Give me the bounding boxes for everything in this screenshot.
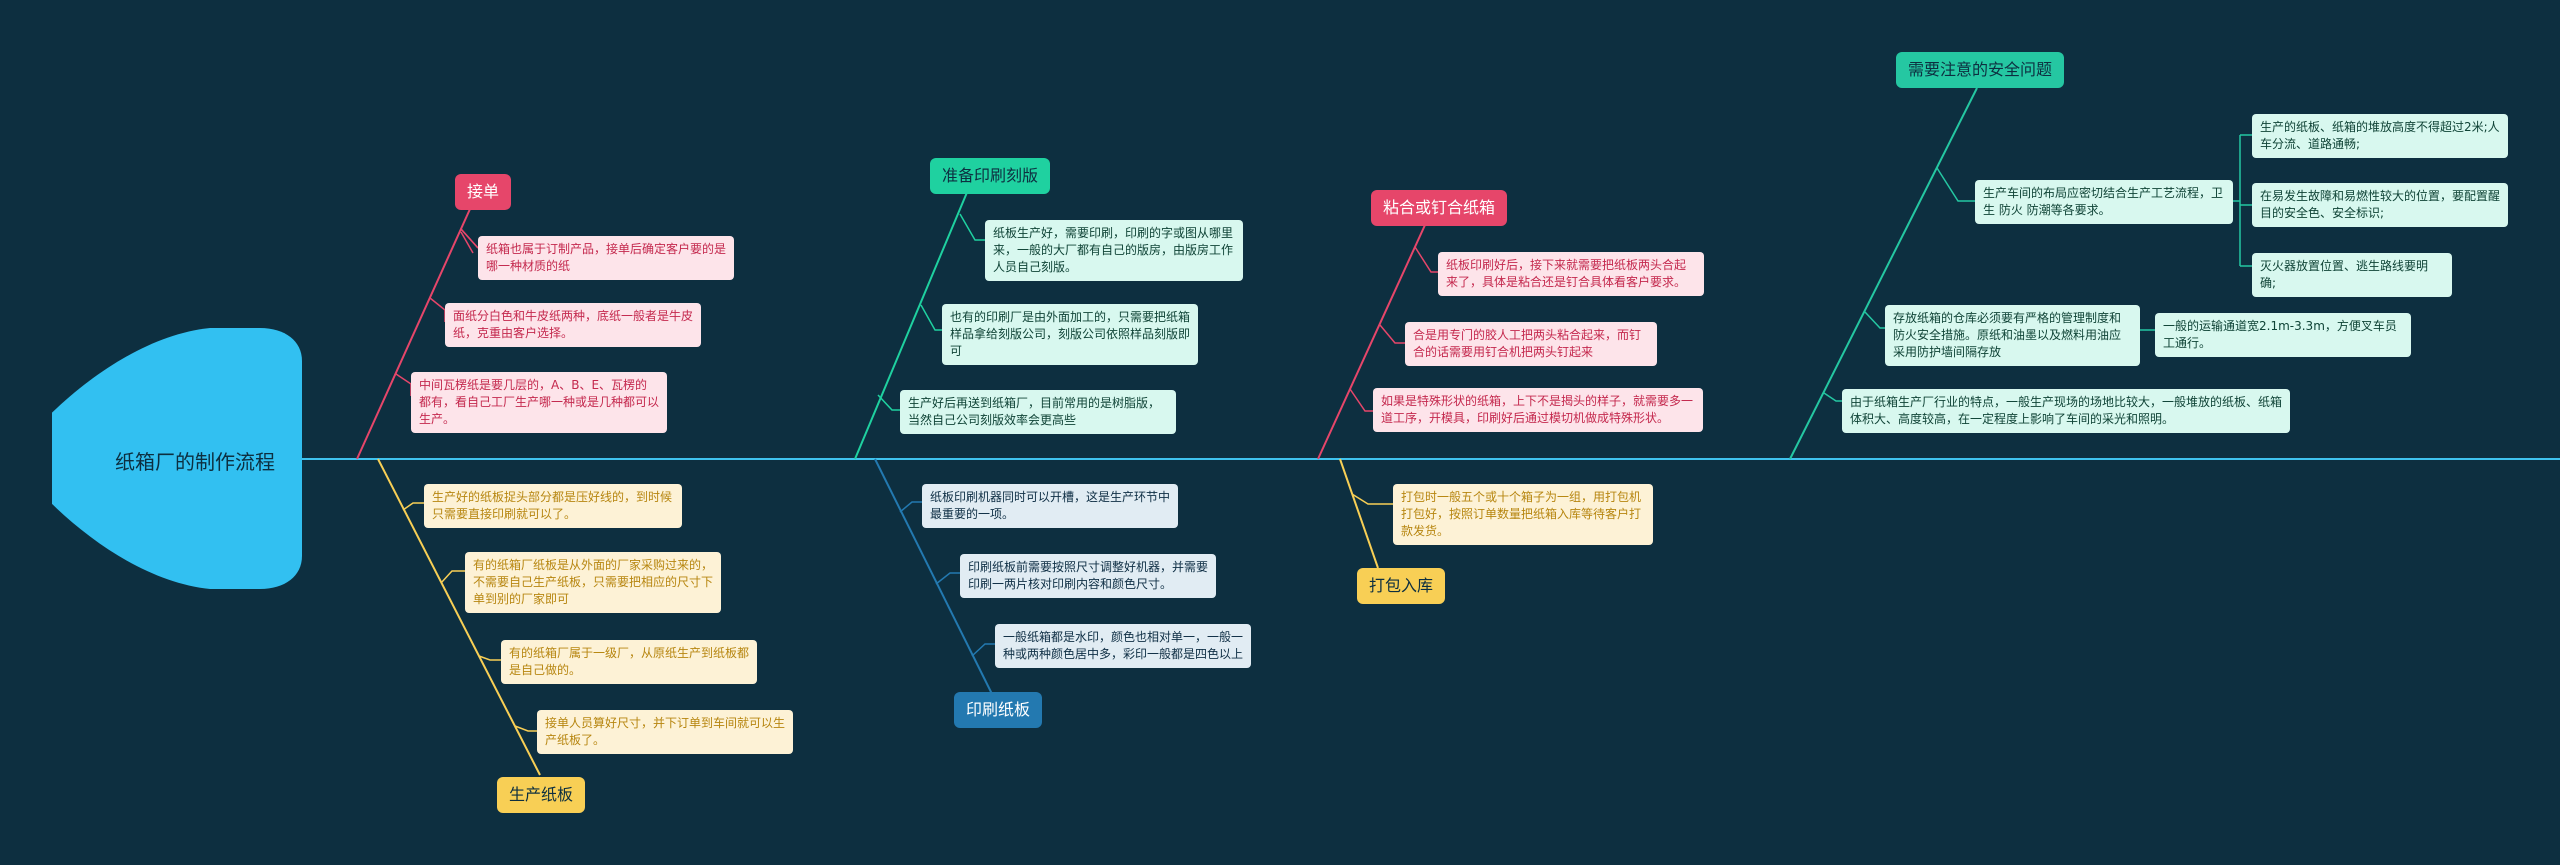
fish-head bbox=[52, 328, 302, 589]
bone-order bbox=[356, 208, 471, 460]
safety-subnote-2: 在易发生故障和易燃性较大的位置，要配置醒目的安全色、安全标识; bbox=[2252, 183, 2508, 227]
order-note-1: 纸箱也属于订制产品，接单后确定客户要的是哪一种材质的纸 bbox=[478, 236, 734, 280]
branch-printing-label[interactable]: 印刷纸板 bbox=[954, 692, 1043, 728]
safety-note-2: 存放纸箱的仓库必须要有严格的管理制度和防火安全措施。原纸和油墨以及燃料用油应采用… bbox=[1885, 305, 2140, 366]
bone-production bbox=[377, 458, 541, 776]
glue-note-3: 如果是特殊形状的纸箱，上下不是揭头的样子，就需要多一道工序，开模具，印刷好后通过… bbox=[1373, 388, 1703, 432]
bone-plate bbox=[854, 189, 969, 460]
printing-note-2: 印刷纸板前需要按照尺寸调整好机器，并需要印刷一两片核对印刷内容和颜色尺寸。 bbox=[960, 554, 1216, 598]
order-note-2: 面纸分白色和牛皮纸两种，底纸一般者是牛皮纸，克重由客户选择。 bbox=[445, 303, 701, 347]
production-note-3: 有的纸箱厂属于一级厂，从原纸生产到纸板都是自己做的。 bbox=[501, 640, 757, 684]
branch-safety-label[interactable]: 需要注意的安全问题 bbox=[1896, 52, 2065, 88]
production-note-4: 接单人员算好尺寸，并下订单到车间就可以生产纸板了。 bbox=[537, 710, 793, 754]
glue-note-2: 合是用专门的胶人工把两头粘合起来，而钉合的话需要用钉合机把两头钉起来 bbox=[1405, 322, 1657, 366]
bone-glue bbox=[1317, 224, 1426, 460]
plate-note-2: 也有的印刷厂是由外面加工的，只需要把纸箱样品拿给刻版公司，刻版公司依照样品刻版即… bbox=[942, 304, 1198, 365]
branch-plate-label[interactable]: 准备印刷刻版 bbox=[930, 158, 1051, 194]
branch-glue-label[interactable]: 粘合或钉合纸箱 bbox=[1371, 190, 1508, 226]
production-note-2: 有的纸箱厂纸板是从外面的厂家采购过来的，不需要自己生产纸板，只需要把相应的尺寸下… bbox=[465, 552, 721, 613]
bone-pack bbox=[1339, 458, 1379, 569]
safety-note-3: 由于纸箱生产厂行业的特点，一般生产现场的场地比较大，一般堆放的纸板、纸箱体积大、… bbox=[1842, 389, 2290, 433]
safety-subnote-1: 生产的纸板、纸箱的堆放高度不得超过2米;人车分流、道路通畅; bbox=[2252, 114, 2508, 158]
glue-note-1: 纸板印刷好后，接下来就需要把纸板两头合起来了，具体是粘合还是钉合具体看客户要求。 bbox=[1438, 252, 1704, 296]
safety-subnote-3: 灭火器放置位置、逃生路线要明确; bbox=[2252, 253, 2452, 297]
safety-subnote-4: 一般的运输通道宽2.1m-3.3m，方便叉车员工通行。 bbox=[2155, 313, 2411, 357]
diagram-title: 纸箱厂的制作流程 bbox=[115, 450, 275, 474]
safety-note-1: 生产车间的布局应密切结合生产工艺流程，卫生 防火 防潮等各要求。 bbox=[1975, 180, 2233, 224]
plate-note-1: 纸板生产好，需要印刷，印刷的字或图从哪里来，一般的大厂都有自己的版房，由版房工作… bbox=[985, 220, 1243, 281]
order-note-3: 中间瓦楞纸是要几层的，A、B、E、瓦楞的都有，看自己工厂生产哪一种或是几种都可以… bbox=[411, 372, 667, 433]
branch-pack-label[interactable]: 打包入库 bbox=[1357, 568, 1446, 604]
bone-printing bbox=[874, 458, 996, 701]
branch-production-label[interactable]: 生产纸板 bbox=[497, 777, 586, 813]
pack-note-1: 打包时一般五个或十个箱子为一组，用打包机打包好，按照订单数量把纸箱入库等待客户打… bbox=[1393, 484, 1653, 545]
production-note-1: 生产好的纸板捉头部分都是压好线的，到时候只需要直接印刷就可以了。 bbox=[424, 484, 682, 528]
printing-note-3: 一般纸箱都是水印，颜色也相对单一，一般一种或两种颜色居中多，彩印一般都是四色以上 bbox=[995, 624, 1251, 668]
printing-note-1: 纸板印刷机器同时可以开槽，这是生产环节中最重要的一项。 bbox=[922, 484, 1178, 528]
plate-note-3: 生产好后再送到纸箱厂，目前常用的是树脂版，当然自己公司刻版效率会更高些 bbox=[900, 390, 1176, 434]
bone-safety bbox=[1789, 87, 1978, 460]
branch-order-label[interactable]: 接单 bbox=[455, 174, 512, 210]
